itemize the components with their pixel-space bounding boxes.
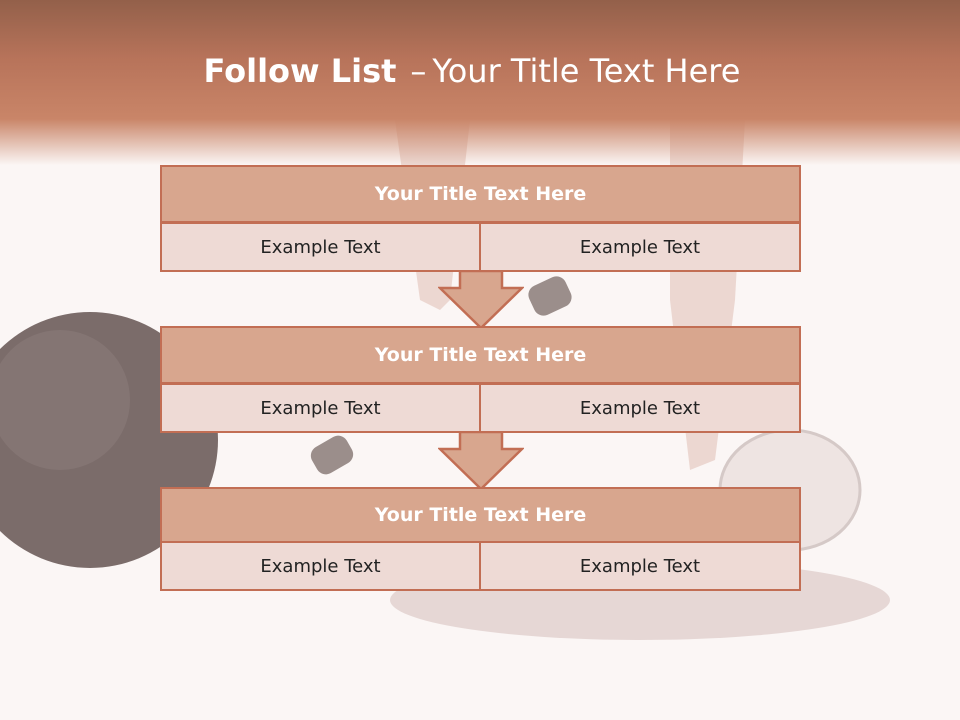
down-arrow-icon [438,431,524,491]
slide-title: Follow List–Your Title Text Here [0,52,944,90]
title-rest: Your Title Text Here [432,52,741,90]
list-block-3: Your Title Text Here Example Text Exampl… [160,487,801,594]
list-block-1: Your Title Text Here Example Text Exampl… [160,165,801,272]
block-cell-left: Example Text [160,222,481,272]
block-cell-left: Example Text [160,541,481,591]
down-arrow-icon [438,270,524,330]
title-dash: – [410,52,427,90]
title-bold: Follow List [203,52,397,90]
block-title: Your Title Text Here [160,326,801,384]
block-title: Your Title Text Here [160,165,801,223]
block-cell-right: Example Text [479,383,801,433]
block-title: Your Title Text Here [160,487,801,543]
header-band [0,0,960,165]
list-block-2: Your Title Text Here Example Text Exampl… [160,326,801,433]
block-cell-right: Example Text [479,541,801,591]
block-cell-left: Example Text [160,383,481,433]
block-cell-right: Example Text [479,222,801,272]
